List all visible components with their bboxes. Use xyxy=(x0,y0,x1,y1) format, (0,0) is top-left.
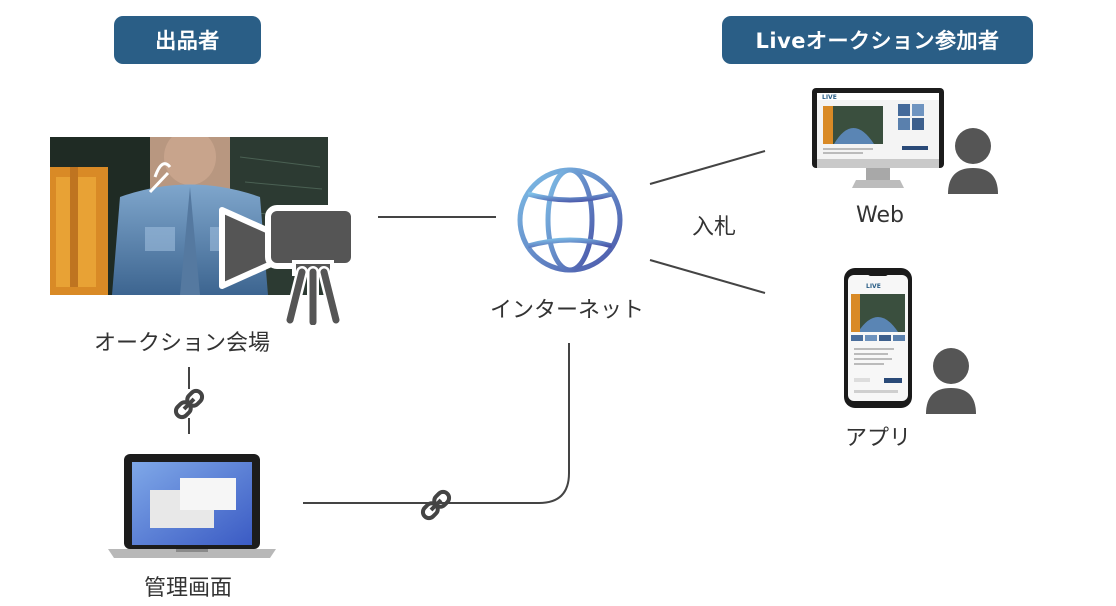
venue-to-admin-line-top xyxy=(188,367,190,389)
bid-label: 入札 xyxy=(692,215,737,240)
participants-badge-label: Liveオークション参加者 xyxy=(755,29,1000,53)
app-label: アプリ xyxy=(845,426,912,451)
venue-label: オークション会場 xyxy=(94,331,271,356)
venue-to-admin-line-bottom xyxy=(188,418,190,434)
smartphone-icon: LIVE xyxy=(844,268,912,408)
internet-label: インターネット xyxy=(490,298,645,323)
seller-badge: 出品者 xyxy=(114,16,261,64)
person-icon xyxy=(926,348,976,414)
admin-label: 管理画面 xyxy=(144,576,233,601)
web-label: Web xyxy=(856,203,904,228)
laptop-icon xyxy=(108,454,276,558)
screen-logo: LIVE xyxy=(822,94,837,101)
participants-badge: Liveオークション参加者 xyxy=(722,16,1033,64)
internet-to-admin-connector xyxy=(303,343,570,504)
link-icon xyxy=(173,388,205,420)
screen-logo: LIVE xyxy=(866,283,881,290)
globe-icon xyxy=(517,167,623,273)
bid-connector-lines xyxy=(649,150,766,294)
desktop-monitor-icon: LIVE xyxy=(812,88,944,188)
venue-to-internet-line xyxy=(378,216,496,218)
person-icon xyxy=(948,128,998,194)
seller-badge-label: 出品者 xyxy=(155,29,220,53)
video-camera-icon xyxy=(219,205,357,325)
link-icon xyxy=(420,489,452,521)
